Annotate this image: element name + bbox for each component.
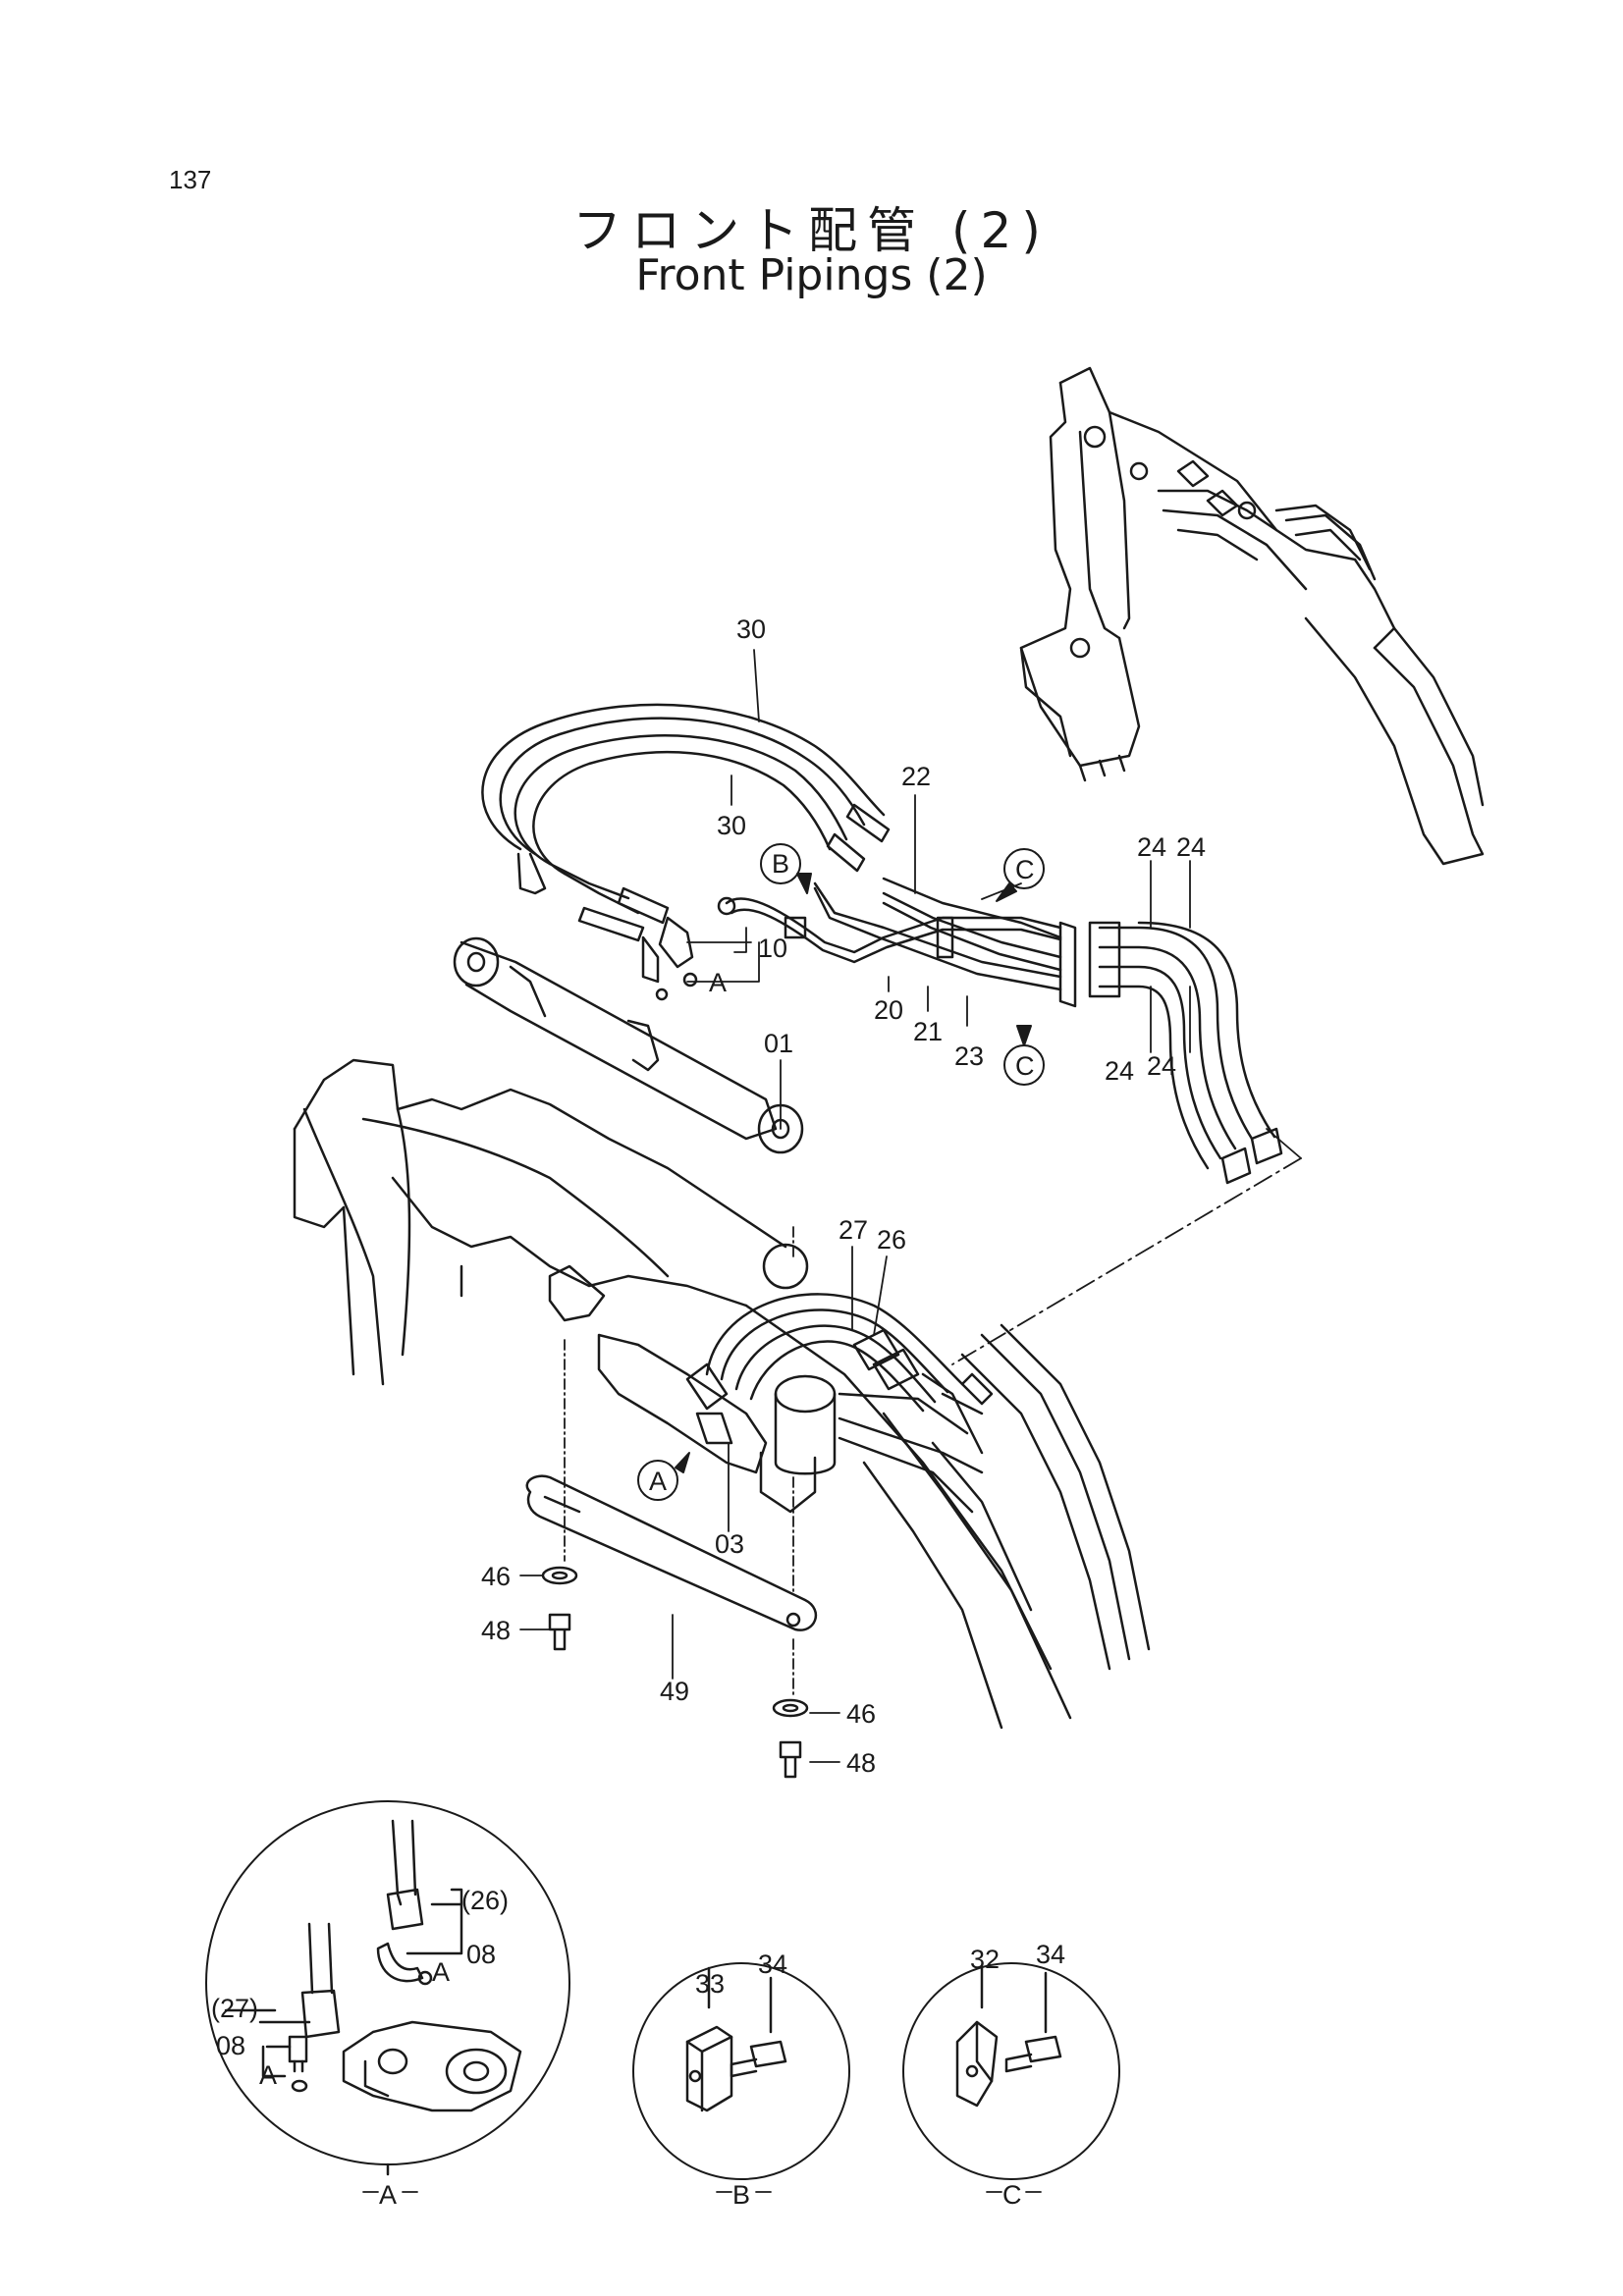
marker-circles: [637, 843, 1045, 1501]
page-number: 137: [169, 165, 212, 194]
hose-set-24: [1088, 921, 1283, 1185]
detail-C-title: C: [1002, 2180, 1022, 2210]
title-english: Front Pipings (2): [635, 250, 988, 300]
label-26: 26: [877, 1225, 906, 1255]
label-49: 49: [660, 1677, 689, 1706]
label-30-top: 30: [736, 614, 766, 644]
label-27-detail: (27): [211, 1994, 258, 2023]
label-24-b: 24: [1176, 832, 1206, 862]
label-A-detail-a: A: [432, 1957, 450, 1987]
label-48-a: 48: [481, 1616, 511, 1645]
marker-B: B: [772, 849, 789, 879]
label-32: 32: [970, 1945, 1000, 1974]
detail-C-labels: 32 34 C: [970, 1940, 1065, 2210]
marker-C-bottom: C: [1015, 1051, 1035, 1081]
label-27: 27: [839, 1215, 868, 1245]
label-30-mid: 30: [717, 811, 746, 840]
label-21: 21: [913, 1017, 943, 1046]
cylinder-01: [453, 936, 804, 1154]
detail-B: [632, 1962, 850, 2193]
label-01: 01: [764, 1029, 793, 1058]
detail-B-title: B: [732, 2180, 750, 2210]
hose-bundle-30: [481, 703, 891, 1001]
label-08-detail-b: 08: [216, 2031, 245, 2060]
marker-C-top: C: [1015, 855, 1035, 884]
label-20: 20: [874, 995, 903, 1025]
label-26-detail: (26): [461, 1886, 509, 1915]
label-10: 10: [758, 934, 787, 963]
label-23: 23: [954, 1041, 984, 1071]
label-48-b: 48: [846, 1748, 876, 1778]
boom-body: [293, 1058, 1151, 1730]
label-34-c: 34: [1036, 1940, 1065, 1969]
hoses-26-27-cylinder-03: [548, 1264, 994, 1514]
marker-A: A: [649, 1467, 667, 1496]
detail-B-labels: 33 34 B: [695, 1949, 787, 2210]
label-08-detail-a: 08: [466, 1940, 496, 1969]
label-A-detail-b: A: [259, 2060, 277, 2090]
detail-A-title: A: [379, 2180, 397, 2210]
label-33: 33: [695, 1969, 725, 1999]
label-24-c: 24: [1105, 1056, 1134, 1086]
title-japanese: フロント配管 (2): [572, 202, 1051, 259]
steel-pipes: [717, 877, 1077, 1008]
excavator-overview: [1019, 366, 1485, 866]
label-46-a: 46: [481, 1562, 511, 1591]
detail-A-labels: (26) 08 A (27) 08 A A: [211, 1886, 509, 2210]
detail-A: [205, 1800, 570, 2193]
label-22: 22: [901, 762, 931, 791]
label-46-b: 46: [846, 1699, 876, 1729]
leader-lines: [519, 649, 1302, 1763]
label-34-b: 34: [758, 1949, 787, 1979]
label-03: 03: [715, 1529, 744, 1559]
label-24-a: 24: [1137, 832, 1166, 862]
callout-labels: 30 30 22 10 A 01 20 21 23 24 24 24 24 27…: [481, 614, 1206, 1778]
detail-C: [902, 1962, 1120, 2193]
label-24-d: 24: [1147, 1051, 1176, 1081]
label-A-small: A: [709, 968, 727, 997]
plate-49: [525, 1474, 817, 1779]
